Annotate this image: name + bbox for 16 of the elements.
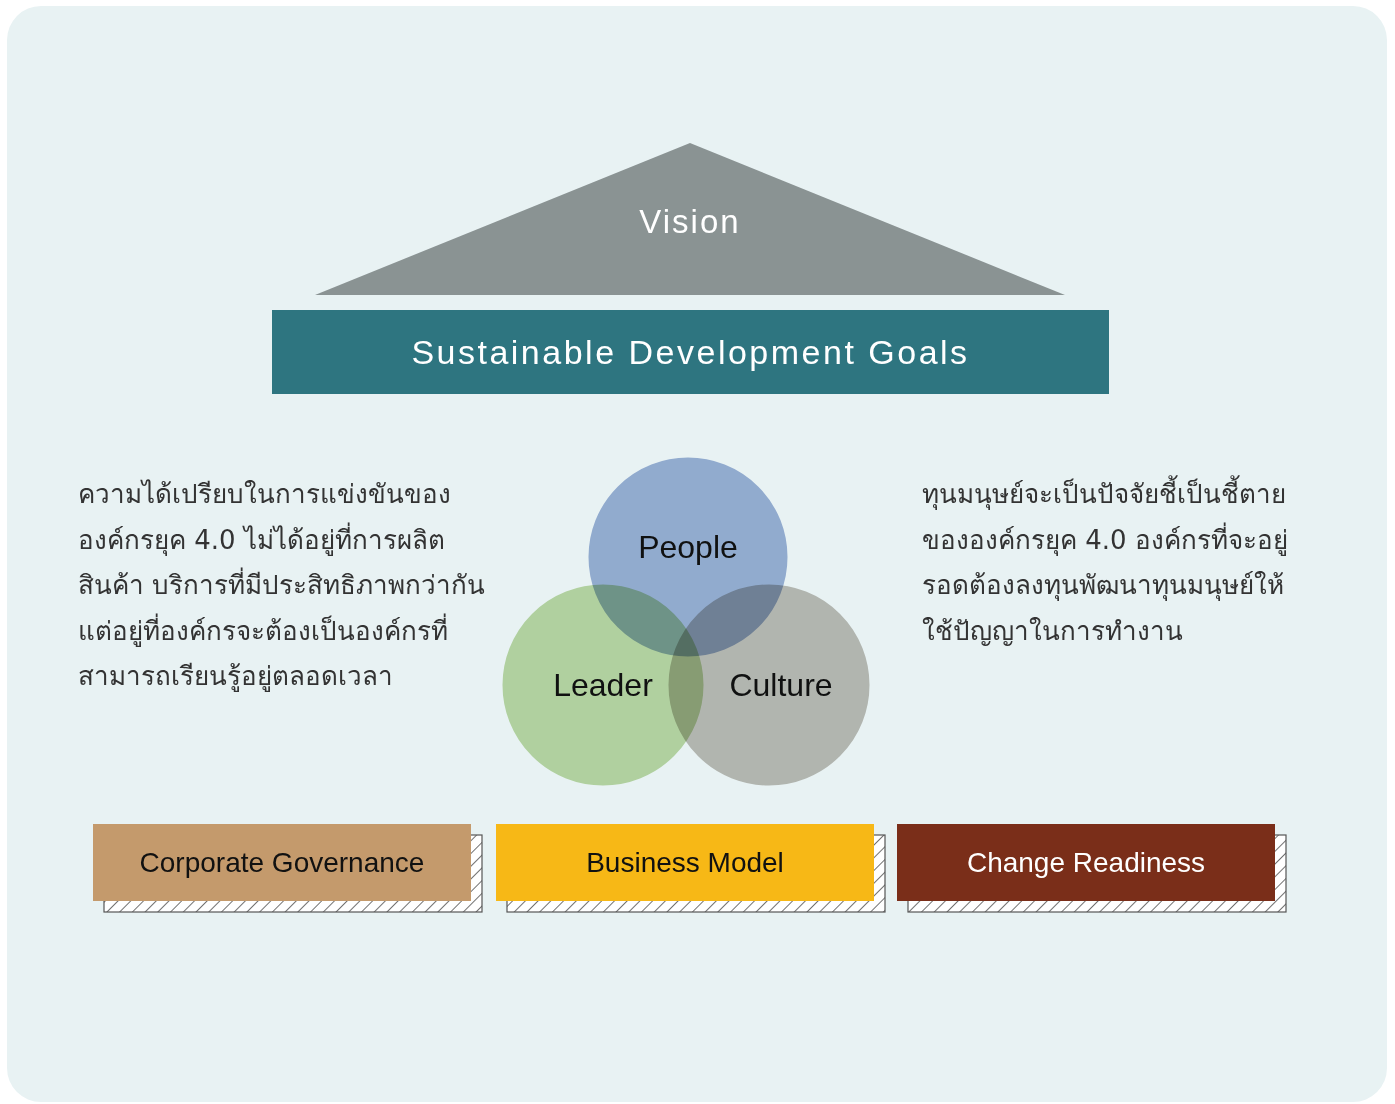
pillar-box — [897, 824, 1275, 901]
box-label: Change Readiness — [966, 846, 1206, 879]
circle-label: Culture — [729, 666, 833, 704]
circle-label: Leader — [553, 666, 653, 704]
banner-box — [272, 310, 1109, 394]
pillar-box — [496, 824, 874, 901]
roof-triangle — [315, 143, 1065, 295]
box-label: Business Model — [586, 846, 784, 879]
box-label: Corporate Governance — [139, 846, 425, 879]
triangle-label: Vision — [639, 203, 741, 241]
venn-circle — [665, 581, 873, 789]
paragraph-text: ทุนมนุษย์จะเป็นปัจจัยชี้เป็นชี้ตายขององค์กรยุค 4.0 องค์กรที่จะอยู่รอดต้องลงทุนพัฒนาทุนมนุษย์ให้ใช้ปัญญาในการทำงาน — [922, 472, 1294, 654]
circle-label: People — [638, 528, 738, 566]
paragraph-text: ความได้เปรียบในการแข่งขันขององค์กรยุค 4.0 ไม่ได้อยู่ที่การผลิตสินค้า บริการที่มีประสิทธิภาพกว่ากัน แต่อยู่ที่องค์กรจะต้องเป็นองค์กรที่สามารถเรียนรู้อยู่ตลอดเวลา — [78, 478, 487, 694]
box-label: Sustainable Development Goals — [411, 332, 970, 372]
pillar-box — [93, 824, 471, 901]
